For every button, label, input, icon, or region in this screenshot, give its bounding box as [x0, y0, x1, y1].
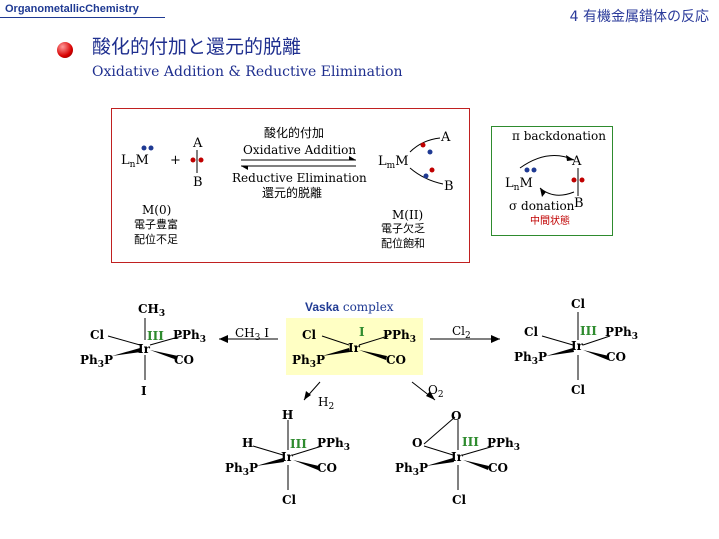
c1-methyl: CH3: [138, 302, 166, 319]
reagent-ch3i: CH3 I: [235, 326, 269, 343]
c4-co: CO: [317, 461, 338, 475]
c1-ir: Ir: [138, 342, 150, 356]
plus-sign: +: [170, 153, 181, 168]
oxidative-addition-jp: 酸化的付加: [264, 126, 325, 140]
header-underline: [0, 17, 165, 18]
intermediate-state-box: [491, 126, 613, 236]
vaska-ph3p: Ph3P: [292, 353, 326, 370]
c3-cl-bottom: Cl: [571, 383, 586, 397]
vaska-ir: Ir: [348, 341, 360, 355]
c4-ph3p: Ph3P: [225, 461, 259, 478]
reductive-elimination-en: Reductive Elimination: [232, 171, 367, 185]
sigma-donation-label: σ donation: [509, 199, 575, 213]
m0-desc-2: 配位不足: [134, 233, 178, 246]
reagent-o2: O2: [428, 383, 444, 400]
int-lnm: LnM: [505, 176, 533, 193]
product-atom-b: B: [444, 179, 454, 194]
c3-cl-left: Cl: [524, 325, 539, 339]
vaska-co: CO: [386, 353, 407, 367]
c1-co: CO: [174, 353, 195, 367]
header-chapter-title: 4 有機金属錯体の反応: [569, 9, 709, 25]
lmm-product: LmM: [378, 154, 409, 171]
c3-co: CO: [606, 350, 627, 364]
m2-desc-1: 電子欠乏: [381, 222, 425, 235]
vaska-complex-title: Vaska complex: [305, 300, 394, 314]
atom-a: A: [193, 136, 203, 151]
int-atom-a: A: [572, 154, 582, 169]
lnm-reactant: LnM: [121, 153, 149, 170]
c5-cl: Cl: [452, 493, 467, 507]
c1-cl: Cl: [90, 328, 105, 342]
c1-iodide: I: [141, 384, 147, 398]
c1-ph3p: Ph3P: [80, 353, 114, 370]
red-bullet-icon: [57, 42, 73, 58]
c5-ir: Ir: [451, 450, 463, 464]
c3-oxidation-state: III: [580, 324, 597, 338]
m0-desc-1: 電子豊富: [134, 218, 178, 231]
c5-oxidation-state: III: [462, 435, 479, 449]
c4-cl: Cl: [282, 493, 297, 507]
reductive-elimination-jp: 還元的脱離: [262, 186, 323, 200]
reagent-h2: H2: [318, 395, 335, 412]
vaska-complex-highlight: [286, 318, 423, 375]
vaska-pph3: PPh3: [383, 328, 417, 345]
c5-co: CO: [488, 461, 509, 475]
c3-pph3: PPh3: [605, 325, 639, 342]
vaska-cl: Cl: [302, 328, 317, 342]
atom-b: B: [193, 175, 203, 190]
c4-oxidation-state: III: [290, 437, 307, 451]
pi-backdonation-label: π backdonation: [512, 129, 606, 143]
intermediate-state-label: 中間状態: [530, 216, 570, 227]
c5-o-left: O: [412, 436, 423, 450]
c5-pph3: PPh3: [487, 436, 521, 453]
c4-pph3: PPh3: [317, 436, 351, 453]
c4-h-top: H: [282, 408, 294, 422]
reaction-scheme-box: [111, 108, 470, 263]
reagent-cl2: Cl2: [452, 324, 471, 341]
m2-label: M(II): [392, 208, 424, 222]
c3-cl-top: Cl: [571, 297, 586, 311]
int-atom-b: B: [574, 196, 584, 211]
oxidative-addition-en: Oxidative Addition: [243, 143, 357, 157]
m2-desc-2: 配位飽和: [381, 237, 425, 250]
slide-title-jp: 酸化的付加と還元的脱離: [92, 36, 302, 58]
header-course-title: OrganometallicChemistry: [5, 3, 139, 15]
product-atom-a: A: [441, 130, 451, 145]
c5-o-top: O: [451, 409, 462, 423]
c1-oxidation-state: III: [147, 329, 164, 343]
c1-pph3: PPh3: [173, 328, 207, 345]
slide-title-en: Oxidative Addition & Reductive Eliminati…: [92, 64, 403, 80]
m0-label: M(0): [142, 203, 172, 217]
c5-ph3p: Ph3P: [395, 461, 429, 478]
c3-ph3p: Ph3P: [514, 350, 548, 367]
vaska-oxidation-state: I: [359, 325, 365, 339]
c4-ir: Ir: [281, 450, 293, 464]
c3-ir: Ir: [571, 339, 583, 353]
c4-h-left: H: [242, 436, 254, 450]
